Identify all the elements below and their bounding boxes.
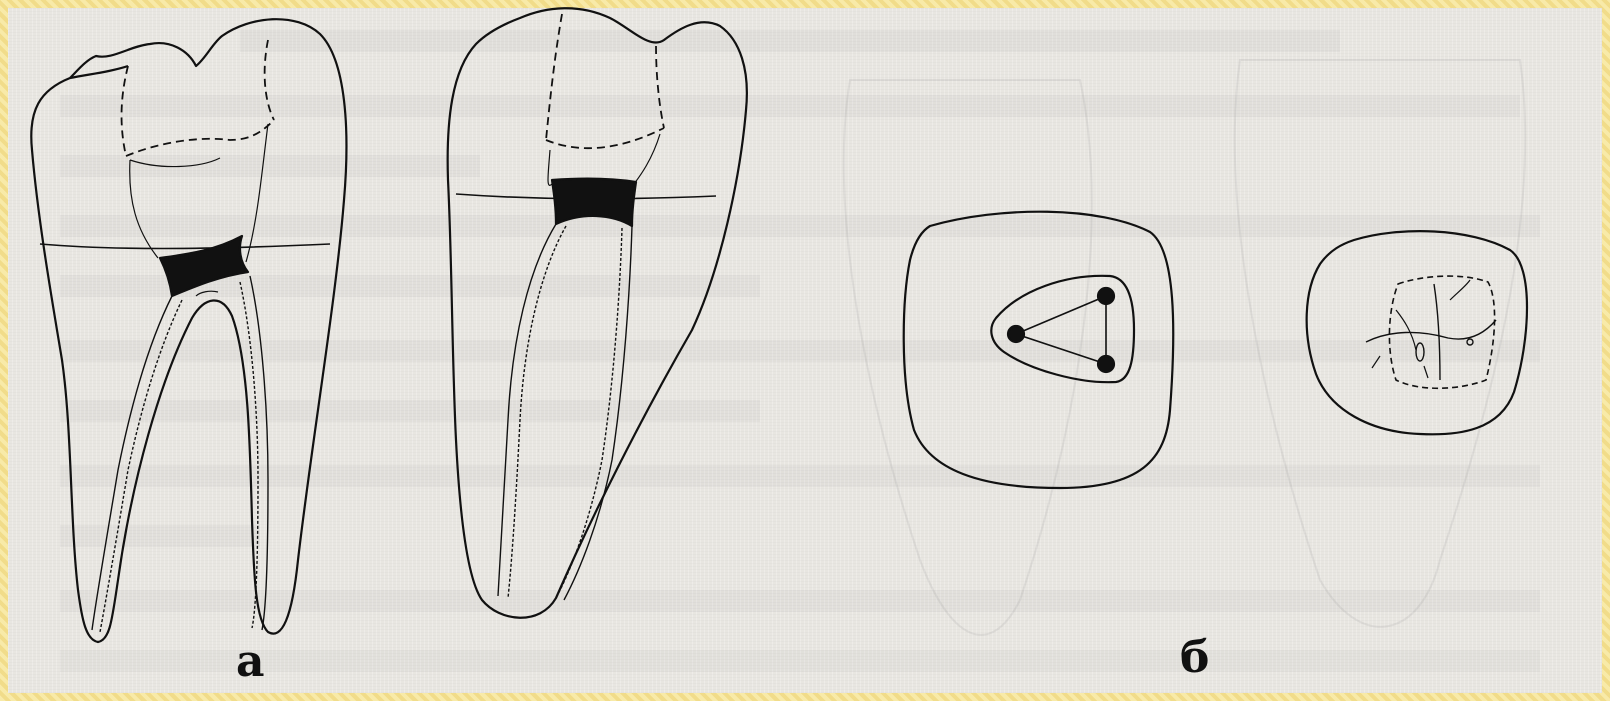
ghost-text-background bbox=[60, 30, 1540, 672]
panel-label-a: а bbox=[236, 640, 265, 684]
panel-label-b: б bbox=[1180, 636, 1209, 680]
canal-orifice bbox=[1008, 326, 1024, 342]
canal-orifice bbox=[1098, 288, 1114, 304]
canal-orifice bbox=[1098, 356, 1114, 372]
cross-section-occlusal bbox=[1307, 231, 1527, 434]
